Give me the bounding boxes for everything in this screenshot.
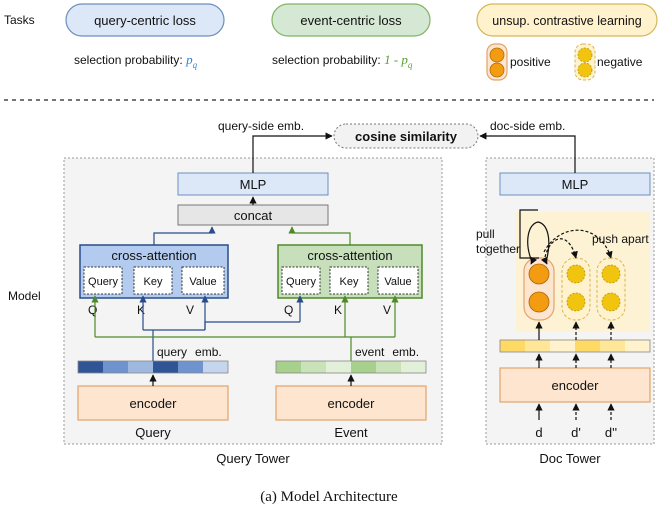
event-embedding-strip bbox=[275, 360, 427, 374]
query-mlp-label: MLP bbox=[240, 177, 267, 192]
negative-label: negative bbox=[597, 55, 643, 69]
doc-tower-connectors bbox=[535, 321, 615, 420]
left-key-cell-label: Key bbox=[144, 276, 163, 288]
push-apart-label: push apart bbox=[592, 232, 649, 246]
contrastive-pill bbox=[476, 3, 658, 37]
event-selection-prob: selection probability: 1 - pq bbox=[272, 52, 413, 70]
concat-label: concat bbox=[234, 208, 273, 223]
model-label: Model bbox=[8, 289, 41, 303]
right-value-cell-label: Value bbox=[384, 276, 411, 288]
right-query-cell bbox=[281, 266, 321, 295]
query-selection-prob: selection probability: pq bbox=[74, 52, 198, 70]
left-key-cell bbox=[133, 266, 173, 295]
right-cross-attention-title: cross-attention bbox=[307, 248, 392, 263]
query-embedding-strip bbox=[77, 360, 229, 374]
event-loss-pill bbox=[271, 3, 431, 37]
doc-input-d: d bbox=[535, 425, 542, 440]
right-key-cell-label: Key bbox=[340, 276, 359, 288]
cosine-similarity-label: cosine similarity bbox=[355, 129, 458, 144]
contrastive-arrows bbox=[519, 209, 613, 265]
query-loss-pill bbox=[65, 3, 225, 37]
query-side-emb-label: query-side emb. bbox=[218, 119, 304, 133]
event-encoder-box bbox=[275, 385, 427, 421]
right-q-label: Q bbox=[284, 303, 293, 317]
event-encoder-label: encoder bbox=[328, 396, 376, 411]
left-query-cell bbox=[83, 266, 123, 295]
doc-embedding-strip bbox=[499, 339, 651, 353]
pull-label: pull bbox=[476, 227, 495, 241]
left-value-cell bbox=[181, 266, 225, 295]
doc-mlp-to-cosine bbox=[479, 132, 576, 173]
doc-input-d-double-prime: d'' bbox=[605, 425, 617, 440]
left-cross-attention-title: cross-attention bbox=[111, 248, 196, 263]
left-q-label: Q bbox=[88, 303, 97, 317]
positive-sample-dot bbox=[528, 291, 550, 313]
event-input-label: Event bbox=[334, 425, 368, 440]
right-key-cell bbox=[329, 266, 369, 295]
negative-sample-dot bbox=[566, 264, 586, 284]
doc-side-emb-label: doc-side emb. bbox=[490, 119, 565, 133]
right-k-label: K bbox=[334, 303, 342, 317]
left-v-label: V bbox=[186, 303, 194, 317]
doc-input-d-prime: d' bbox=[571, 425, 581, 440]
together-label: together bbox=[476, 242, 520, 256]
left-query-cell-label: Query bbox=[88, 276, 118, 288]
negative-sample-dot bbox=[566, 292, 586, 312]
contrastive-label: unsup. contrastive learning bbox=[492, 14, 641, 28]
query-loss-label: query-centric loss bbox=[94, 13, 196, 28]
negative-sample-dot bbox=[601, 292, 621, 312]
right-value-cell bbox=[377, 266, 419, 295]
positive-dot bbox=[489, 62, 505, 78]
positive-sample-dot bbox=[528, 263, 550, 285]
query-encoder-label: encoder bbox=[130, 396, 178, 411]
query-tower-connectors bbox=[91, 132, 399, 386]
left-value-cell-label: Value bbox=[189, 276, 216, 288]
right-v-label: V bbox=[383, 303, 391, 317]
doc-encoder-box bbox=[499, 367, 651, 403]
negative-dot bbox=[577, 47, 593, 63]
negative-dot bbox=[577, 62, 593, 78]
tasks-label: Tasks bbox=[4, 13, 35, 27]
event-loss-label: event-centric loss bbox=[300, 13, 402, 28]
right-query-cell-label: Query bbox=[286, 276, 316, 288]
positive-label: positive bbox=[510, 55, 551, 69]
left-k-label: K bbox=[137, 303, 145, 317]
query-input-label: Query bbox=[135, 425, 171, 440]
figure-caption: (a) Model Architecture bbox=[260, 489, 398, 505]
doc-mlp-label: MLP bbox=[562, 177, 589, 192]
negative-sample-dot bbox=[601, 264, 621, 284]
query-tower-caption: Query Tower bbox=[216, 451, 290, 466]
doc-encoder-label: encoder bbox=[552, 378, 600, 393]
positive-dot bbox=[489, 47, 505, 63]
doc-tower-caption: Doc Tower bbox=[539, 451, 601, 466]
query-encoder-box bbox=[77, 385, 229, 421]
cosine-similarity-box bbox=[333, 123, 479, 149]
